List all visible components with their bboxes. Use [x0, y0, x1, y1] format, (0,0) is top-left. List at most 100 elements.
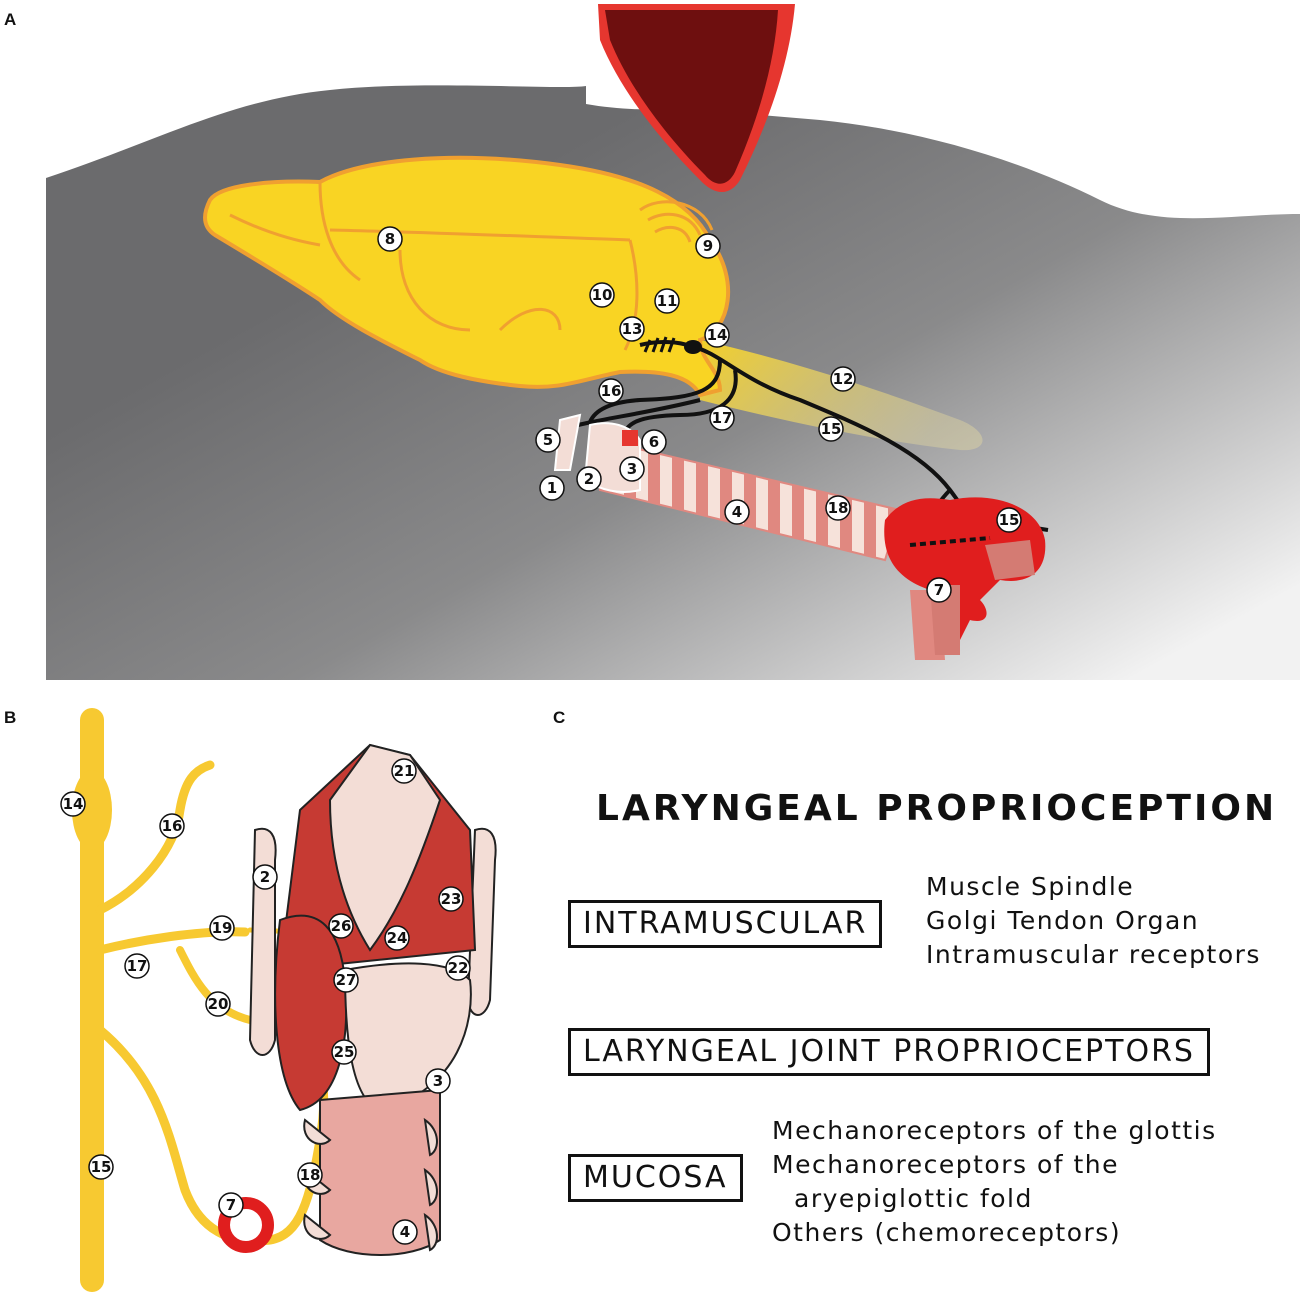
larynx-b: [248, 743, 497, 1256]
marker-b-27: 27: [333, 967, 359, 993]
svg-text:4: 4: [400, 1223, 410, 1241]
svg-text:13: 13: [622, 320, 643, 338]
svg-text:7: 7: [934, 581, 944, 599]
marker-a-9: 9: [695, 233, 721, 259]
marker-b-26: 26: [328, 913, 354, 939]
svg-text:26: 26: [331, 917, 352, 935]
svg-text:24: 24: [387, 929, 408, 947]
svg-text:11: 11: [657, 292, 678, 310]
svg-text:7: 7: [226, 1196, 236, 1214]
marker-b-21: 21: [391, 758, 417, 784]
svg-text:14: 14: [63, 795, 84, 813]
svg-text:2: 2: [260, 868, 270, 886]
svg-text:17: 17: [712, 409, 733, 427]
list-item: Mechanoreceptors of the glottis: [772, 1116, 1217, 1145]
mucosa-list: Mechanoreceptors of the glottis Mechanor…: [772, 1114, 1217, 1250]
marker-b-23: 23: [438, 886, 464, 912]
list-item: Intramuscular receptors: [926, 940, 1261, 969]
marker-a-8: 8: [377, 226, 403, 252]
marker-b-3: 3: [425, 1068, 451, 1094]
svg-text:2: 2: [584, 470, 594, 488]
marker-b-2: 2: [252, 864, 278, 890]
marker-a-7: 7: [926, 577, 952, 603]
svg-text:8: 8: [385, 230, 395, 248]
marker-a-10: 10: [589, 282, 615, 308]
svg-text:12: 12: [833, 370, 854, 388]
marker-a-15: 15: [818, 416, 844, 442]
svg-text:1: 1: [547, 479, 557, 497]
svg-text:5: 5: [543, 431, 553, 449]
nodose-ganglion: [684, 340, 702, 354]
marker-a-16: 16: [598, 378, 624, 404]
marker-b-24: 24: [384, 925, 410, 951]
svg-text:16: 16: [162, 817, 183, 835]
panel-c-title: LARYNGEAL PROPRIOCEPTION: [596, 788, 1278, 829]
svg-text:15: 15: [999, 511, 1020, 529]
marker-b-17: 17: [124, 953, 150, 979]
aortic-arch: [884, 497, 1046, 660]
marker-b-18: 18: [297, 1162, 323, 1188]
svg-text:20: 20: [208, 995, 229, 1013]
marker-b-20: 20: [205, 991, 231, 1017]
svg-text:15: 15: [821, 420, 842, 438]
marker-a-2: 2: [576, 466, 602, 492]
list-item: aryepiglottic fold: [794, 1184, 1033, 1213]
body-silhouette: [46, 85, 1300, 680]
marker-b-22: 22: [445, 955, 471, 981]
marker-a-4: 4: [724, 499, 750, 525]
joint-proprioceptors-box: LARYNGEAL JOINT PROPRIOCEPTORS: [568, 1028, 1210, 1076]
svg-text:6: 6: [649, 433, 659, 451]
nucleus-fibers: [643, 336, 676, 353]
list-item: Mechanoreceptors of the: [772, 1150, 1120, 1179]
marker-a-13: 13: [619, 316, 645, 342]
svg-text:10: 10: [592, 286, 613, 304]
svg-text:21: 21: [394, 762, 415, 780]
svg-text:14: 14: [707, 326, 728, 344]
top-structure-inner: [605, 10, 778, 184]
svg-text:3: 3: [433, 1072, 443, 1090]
marker-b-16: 16: [159, 813, 185, 839]
svg-text:27: 27: [336, 971, 357, 989]
marker-a-6: 6: [641, 429, 667, 455]
list-item: Others (chemoreceptors): [772, 1218, 1122, 1247]
panel-c-letter: C: [553, 708, 566, 727]
marker-b-14: 14: [60, 791, 86, 817]
marker-a-17: 17: [709, 405, 735, 431]
list-item: Golgi Tendon Organ: [926, 906, 1200, 935]
list-item: Muscle Spindle: [926, 872, 1135, 901]
marker-b-19: 19: [209, 915, 235, 941]
svg-text:17: 17: [127, 957, 148, 975]
spinal-cord: [700, 340, 983, 451]
panel-b-illustration: 14 16 2 21 23 26 24 19 17 27 22 20 25 3 15 18 7 4: [60, 708, 497, 1292]
svg-text:25: 25: [334, 1043, 355, 1061]
svg-text:23: 23: [441, 890, 462, 908]
panel-c: LARYNGEAL PROPRIOCEPTION INTRAMUSCULAR M…: [560, 700, 1300, 1294]
svg-text:9: 9: [703, 237, 713, 255]
panel-a-letter: A: [4, 10, 17, 29]
svg-text:15: 15: [91, 1158, 112, 1176]
marker-a-15: 15: [996, 507, 1022, 533]
marker-a-5: 5: [535, 427, 561, 453]
marker-b-15: 15: [88, 1154, 114, 1180]
svg-text:18: 18: [300, 1166, 321, 1184]
svg-text:22: 22: [448, 959, 469, 977]
brain: [203, 155, 731, 398]
svg-text:18: 18: [828, 499, 849, 517]
svg-text:16: 16: [601, 382, 622, 400]
labels-b: 14 16 2 21 23 26 24 19 17 27 22 20 25 3 15 18 7 4: [60, 758, 471, 1245]
marker-a-1: 1: [539, 475, 565, 501]
marker-b-4: 4: [392, 1219, 418, 1245]
marker-a-18: 18: [825, 495, 851, 521]
svg-text:4: 4: [732, 503, 742, 521]
marker-a-12: 12: [830, 366, 856, 392]
marker-b-7: 7: [218, 1192, 244, 1218]
marker-b-25: 25: [331, 1039, 357, 1065]
aortic-nerve-dashed: [909, 536, 991, 547]
mucosa-box: MUCOSA: [568, 1154, 743, 1202]
marker-a-11: 11: [654, 288, 680, 314]
intramuscular-box: INTRAMUSCULAR: [568, 900, 883, 948]
svg-text:3: 3: [627, 460, 637, 478]
marker-a-3: 3: [619, 456, 645, 482]
